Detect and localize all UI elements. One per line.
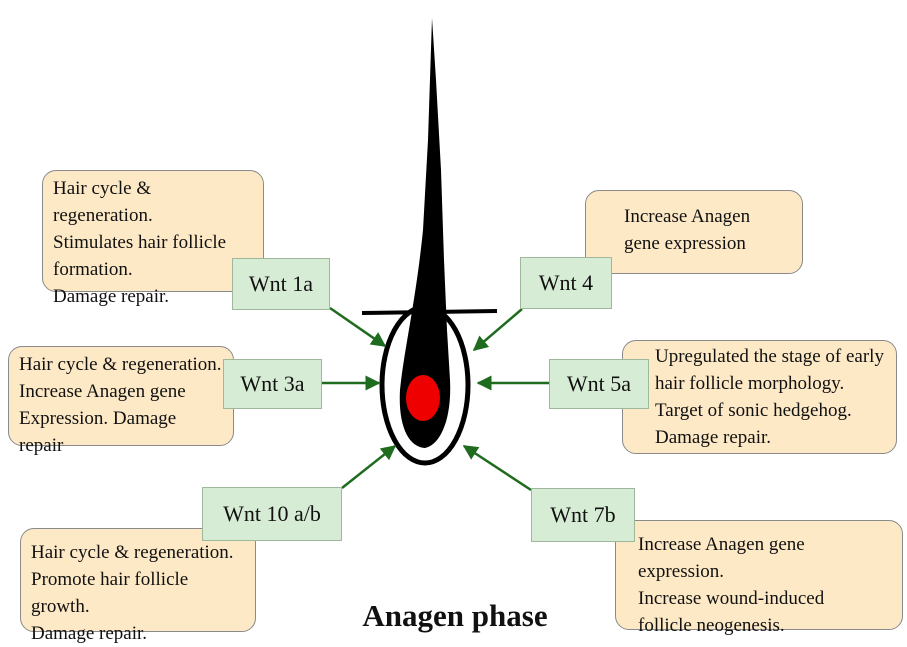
wnt4-description: Increase Anagen gene expression	[585, 190, 803, 274]
arrow-wnt7b	[464, 446, 531, 490]
wnt5a-label: Wnt 5a	[549, 359, 649, 409]
skin-line	[362, 311, 497, 313]
wnt10ab-label: Wnt 10 a/b	[202, 487, 342, 541]
wnt3a-description: Hair cycle & regeneration. Increase Anag…	[8, 346, 234, 446]
wnt5a-description: Upregulated the stage of early hair foll…	[622, 340, 897, 454]
wnt7b-description: Increase Anagen gene expression. Increas…	[615, 520, 903, 630]
arrow-wnt4	[474, 309, 522, 350]
wnt1a-label: Wnt 1a	[232, 258, 330, 310]
wnt1a-description: Hair cycle & regeneration. Stimulates ha…	[42, 170, 264, 292]
arrow-wnt10ab	[342, 446, 395, 488]
wnt10ab-description: Hair cycle & regeneration. Promote hair …	[20, 528, 256, 632]
wnt7b-label: Wnt 7b	[531, 488, 635, 542]
diagram-title: Anagen phase	[335, 596, 575, 636]
wnt3a-label: Wnt 3a	[223, 359, 322, 409]
wnt4-label: Wnt 4	[520, 257, 612, 309]
dermal-papilla	[406, 375, 440, 421]
